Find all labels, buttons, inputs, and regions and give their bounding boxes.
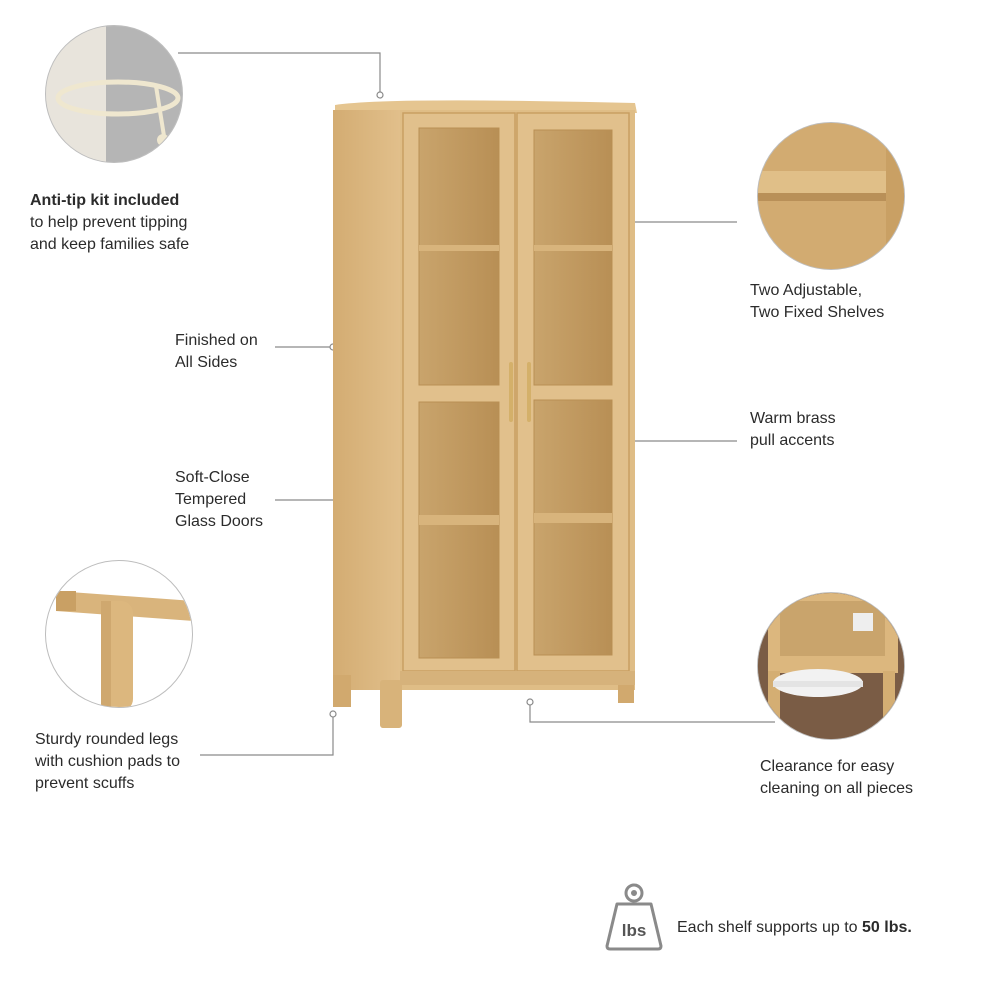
soft-close-line-1: Soft-Close	[175, 469, 250, 486]
legs-line-3: prevent scuffs	[35, 775, 135, 792]
anti-tip-title: Anti-tip kit included	[30, 192, 180, 209]
callout-shelves: Two Adjustable, Two Fixed Shelves	[750, 280, 884, 324]
callout-clearance: Clearance for easy cleaning on all piece…	[760, 756, 913, 800]
right-glass-lower	[533, 399, 613, 656]
clearance-line-1: Clearance for easy	[760, 758, 895, 775]
strap-icon	[46, 26, 182, 162]
left-glass-lower	[418, 401, 500, 659]
shelf-icon	[758, 123, 904, 269]
leg-front-left	[380, 680, 402, 728]
shelves-line-1: Two Adjustable,	[750, 282, 863, 299]
brass-line-1: Warm brass	[750, 410, 836, 427]
callout-soft-close: Soft-Close Tempered Glass Doors	[175, 467, 263, 533]
leader-line-anti-tip	[178, 52, 381, 95]
right-brass-handle	[527, 362, 531, 422]
robot-vacuum-icon	[758, 593, 904, 739]
callout-anti-tip: Anti-tip kit included to help prevent ti…	[30, 190, 189, 256]
shelves-line-2: Two Fixed Shelves	[750, 304, 885, 321]
left-glass-upper	[418, 127, 500, 386]
anti-tip-detail-image	[45, 25, 183, 163]
clearance-detail-image	[757, 592, 905, 740]
left-brass-handle	[509, 362, 513, 422]
leg-icon	[56, 591, 192, 707]
soft-close-line-3: Glass Doors	[175, 513, 264, 530]
right-glass-upper	[533, 129, 613, 386]
shelf-detail-image	[757, 122, 905, 270]
leg-back-left	[333, 675, 351, 707]
anti-tip-line-1: to help prevent tipping	[30, 214, 188, 231]
leg-detail-image	[45, 560, 193, 708]
weight-icon: lbs	[605, 883, 663, 951]
anti-tip-line-2: and keep families safe	[30, 236, 190, 253]
clearance-line-2: cleaning on all pieces	[760, 780, 913, 797]
weight-note: Each shelf supports up to 50 lbs.	[677, 919, 912, 937]
legs-line-2: with cushion pads to	[35, 753, 180, 770]
weight-text-prefix: Each shelf supports up to	[677, 919, 858, 936]
callout-legs: Sturdy rounded legs with cushion pads to…	[35, 729, 180, 795]
leader-line-legs	[200, 714, 334, 756]
weight-text-value: 50 lbs.	[862, 919, 912, 936]
finished-line-2: All Sides	[175, 354, 238, 371]
cabinet-illustration	[333, 100, 637, 728]
legs-line-1: Sturdy rounded legs	[35, 731, 179, 748]
callout-finished: Finished on All Sides	[175, 330, 258, 374]
finished-line-1: Finished on	[175, 332, 258, 349]
callout-brass: Warm brass pull accents	[750, 408, 836, 452]
soft-close-line-2: Tempered	[175, 491, 247, 508]
brass-line-2: pull accents	[750, 432, 835, 449]
leader-line-clearance	[529, 702, 775, 723]
weight-icon-label: lbs	[622, 921, 647, 940]
